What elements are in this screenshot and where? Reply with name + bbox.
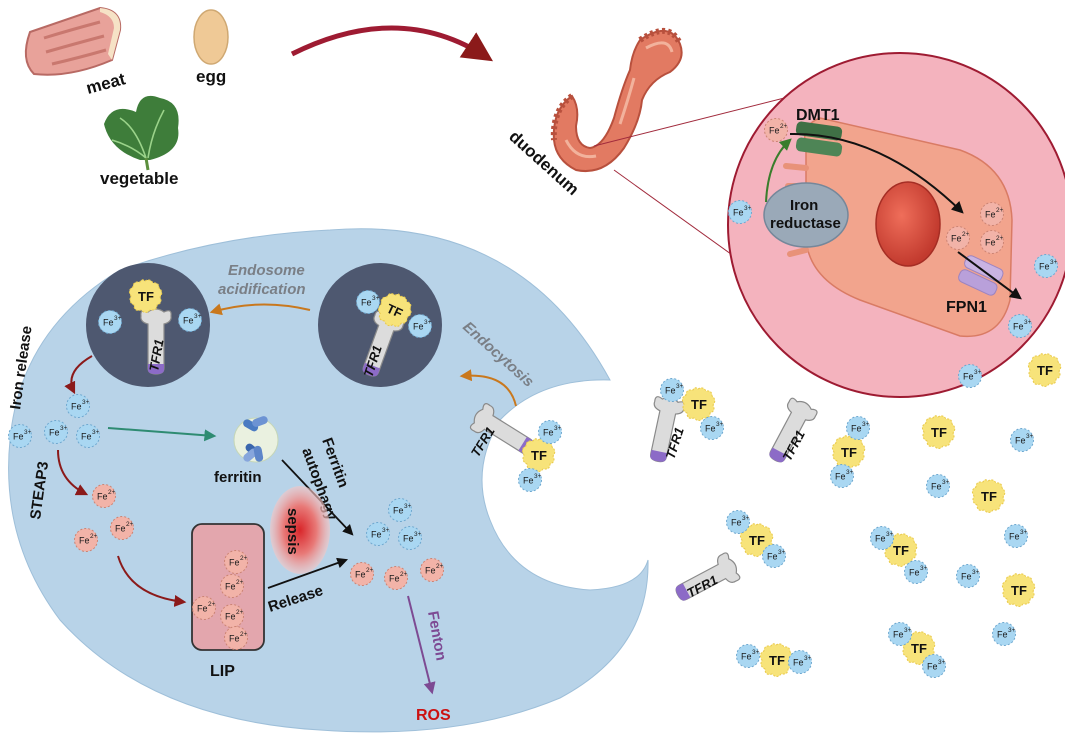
fe2-ion (224, 626, 249, 650)
fe3-ion (926, 474, 951, 498)
fe2-ion (224, 550, 249, 574)
fe2-ion (350, 562, 375, 586)
tf-protein (1027, 353, 1062, 387)
ferritin-icon (233, 416, 279, 463)
fe3-ion (1008, 314, 1033, 338)
fe2-ion (980, 202, 1005, 226)
tfr1-label: TFR1 (146, 338, 166, 373)
fe2-ion (220, 604, 245, 628)
lip-arrow (117, 555, 187, 607)
fe2-ion (110, 516, 135, 540)
fe3-ion (736, 644, 761, 668)
fe3-ion (408, 314, 433, 338)
fe3-ion (1010, 428, 1035, 452)
fe3-ion (726, 510, 751, 534)
sepsis-label: sepsis (284, 508, 301, 555)
fenton-arrow (407, 595, 436, 695)
fe3-ion (700, 416, 725, 440)
sepsis-icon (270, 486, 330, 574)
fe3-ion (922, 654, 947, 678)
fe2-ion (946, 226, 971, 250)
ferritin-label: ferritin (214, 469, 262, 486)
fe3-ion (538, 420, 563, 444)
iron-reductase-label-2: reductase (770, 215, 841, 232)
zoom-line (593, 91, 809, 147)
vegetable-label: vegetable (100, 169, 178, 188)
fe3-ion (398, 526, 423, 550)
fe3-ion (1004, 524, 1029, 548)
iron-release-arrow (64, 355, 93, 395)
fe3-ion (992, 622, 1017, 646)
fe3-ion (958, 364, 983, 388)
duodenum-icon (550, 28, 683, 172)
endosome-acidification-label: Endosome (228, 262, 305, 279)
egg-label: egg (196, 67, 226, 86)
egg-icon (193, 9, 229, 65)
fe3-ion (830, 464, 855, 488)
fe3-ion (366, 522, 391, 546)
fe3-ion (846, 416, 871, 440)
fe3-ion (44, 420, 69, 444)
dmt1-label: DMT1 (796, 107, 840, 124)
endosome-acidification-label-2: acidification (218, 281, 306, 298)
fe3-ion (788, 650, 813, 674)
meat-label: meat (84, 69, 128, 98)
tf-protein (521, 438, 556, 472)
iron-reductase-label: Iron (790, 197, 818, 214)
fe2-ion (384, 566, 409, 590)
steap3-arrow (57, 449, 89, 496)
fe2-ion (220, 574, 245, 598)
fe3-ion (356, 290, 381, 314)
tf-protein (971, 479, 1006, 513)
tf-protein (831, 435, 866, 469)
ros-label: ROS (416, 707, 451, 724)
digestion-arrow (290, 25, 494, 62)
fe3-ion (8, 424, 33, 448)
endocytosis-arrow (459, 369, 517, 407)
fe3-ion (178, 308, 203, 332)
tf-protein (681, 387, 716, 421)
fe2-ion (980, 230, 1005, 254)
release-arrow (267, 557, 349, 589)
fe3-ion (888, 622, 913, 646)
fpn1-export-arrow (957, 251, 1022, 300)
fe2-ion (764, 118, 789, 142)
fe3-ion (728, 200, 753, 224)
fe3-ion (956, 564, 981, 588)
tf-protein (921, 415, 956, 449)
reduction-arrow (765, 138, 792, 203)
tf-protein (759, 643, 794, 677)
fe3-ion (904, 560, 929, 584)
fe3-ion (870, 526, 895, 550)
fe3-ion (1034, 254, 1059, 278)
fe2-ion (420, 558, 445, 582)
meat-icon (24, 6, 122, 76)
fe3-ion (762, 544, 787, 568)
vegetable-icon (104, 95, 179, 171)
lip-label: LIP (210, 663, 235, 680)
fe3-ion (66, 394, 91, 418)
fe3-ion (98, 310, 123, 334)
fe3-ion (76, 424, 101, 448)
storage-arrow (107, 427, 217, 442)
fe3-ion (518, 468, 543, 492)
fe3-ion (660, 378, 685, 402)
tf-protein (1001, 573, 1036, 607)
fe2-ion (92, 484, 117, 508)
fe3-ion (388, 498, 413, 522)
fe2-ion (192, 596, 217, 620)
fpn1-label: FPN1 (946, 299, 987, 316)
acidification-arrow (209, 303, 311, 316)
dmt1-transport-arrow (789, 132, 964, 214)
enterocyte-zoom (727, 52, 1065, 398)
fe2-ion (74, 528, 99, 552)
